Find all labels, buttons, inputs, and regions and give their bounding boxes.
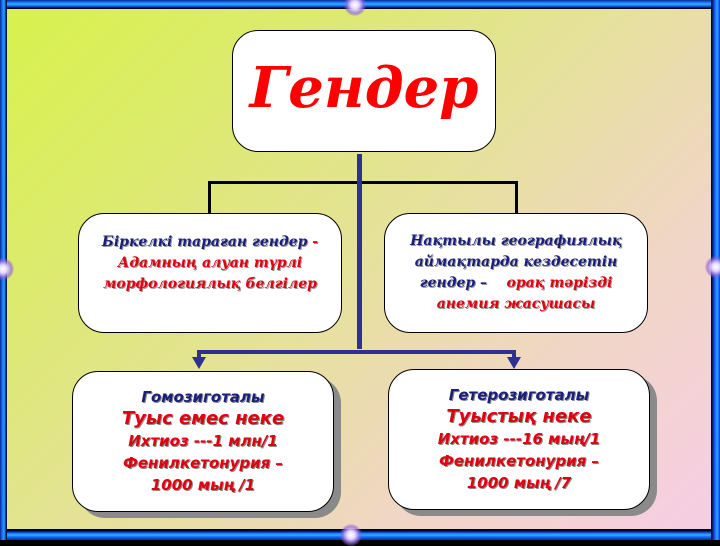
node-uniform-genes: Біркелкі тараған гендер - Адамның алуан … bbox=[78, 213, 342, 333]
node-text-line: Фенилкетонурия – bbox=[122, 454, 283, 472]
node-geographic-genes: Нақтылы географиялық аймақтарда кездесет… bbox=[384, 213, 648, 333]
node-text-line: анемия жасушасы bbox=[436, 296, 596, 312]
node-text-line: гендер – bbox=[419, 275, 488, 291]
sparkle-icon bbox=[705, 256, 720, 278]
connector-right-black bbox=[515, 181, 518, 214]
sparkle-icon bbox=[0, 258, 14, 280]
arrow-down-icon bbox=[507, 357, 521, 369]
node-text-line: 1000 мың /7 bbox=[466, 474, 572, 492]
node-heading: Гомозиготалы bbox=[141, 388, 265, 406]
node-subheading: Туыс емес неке bbox=[121, 408, 285, 429]
connector-trunk-blue bbox=[357, 154, 362, 349]
node-text-line: Ихтиоз ---1 млн/1 bbox=[128, 432, 278, 450]
node-text-line: Нақтылы географиялық bbox=[410, 233, 622, 249]
connector-right-blue bbox=[512, 350, 516, 358]
node-text-line: Адамның алуан түрлі bbox=[117, 254, 303, 271]
arrow-down-icon bbox=[192, 357, 206, 369]
node-subheading: Туыстық неке bbox=[446, 406, 592, 427]
node-text-line: морфологиялық белгілер bbox=[103, 275, 317, 292]
node-heterozygous: Гетерозиготалы Туыстық неке Ихтиоз ---16… bbox=[388, 369, 650, 510]
root-title: Гендер bbox=[249, 55, 479, 121]
connector-left-black bbox=[208, 181, 211, 214]
node-heading: Гетерозиготалы bbox=[448, 386, 590, 404]
node-text-line: Ихтиоз ---16 мың/1 bbox=[437, 430, 601, 448]
sparkle-icon bbox=[344, 0, 366, 16]
connector-left-blue bbox=[197, 350, 201, 358]
root-node: Гендер bbox=[232, 30, 496, 152]
sparkle-icon bbox=[340, 524, 362, 546]
node-text-line: аймақтарда кездесетін bbox=[414, 254, 618, 270]
node-homozygous: Гомозиготалы Туыс емес неке Ихтиоз ---1 … bbox=[72, 371, 334, 512]
node-text-line: 1000 мың /1 bbox=[150, 476, 256, 494]
connector-horizontal-black bbox=[208, 181, 518, 184]
connector-horizontal-blue bbox=[198, 350, 516, 354]
node-text-dash: - bbox=[307, 233, 319, 250]
node-text-line: Фенилкетонурия – bbox=[438, 452, 599, 470]
node-text-line: орақ тәрізді bbox=[506, 275, 613, 291]
node-text-line: Біркелкі тараған гендер bbox=[101, 233, 308, 250]
